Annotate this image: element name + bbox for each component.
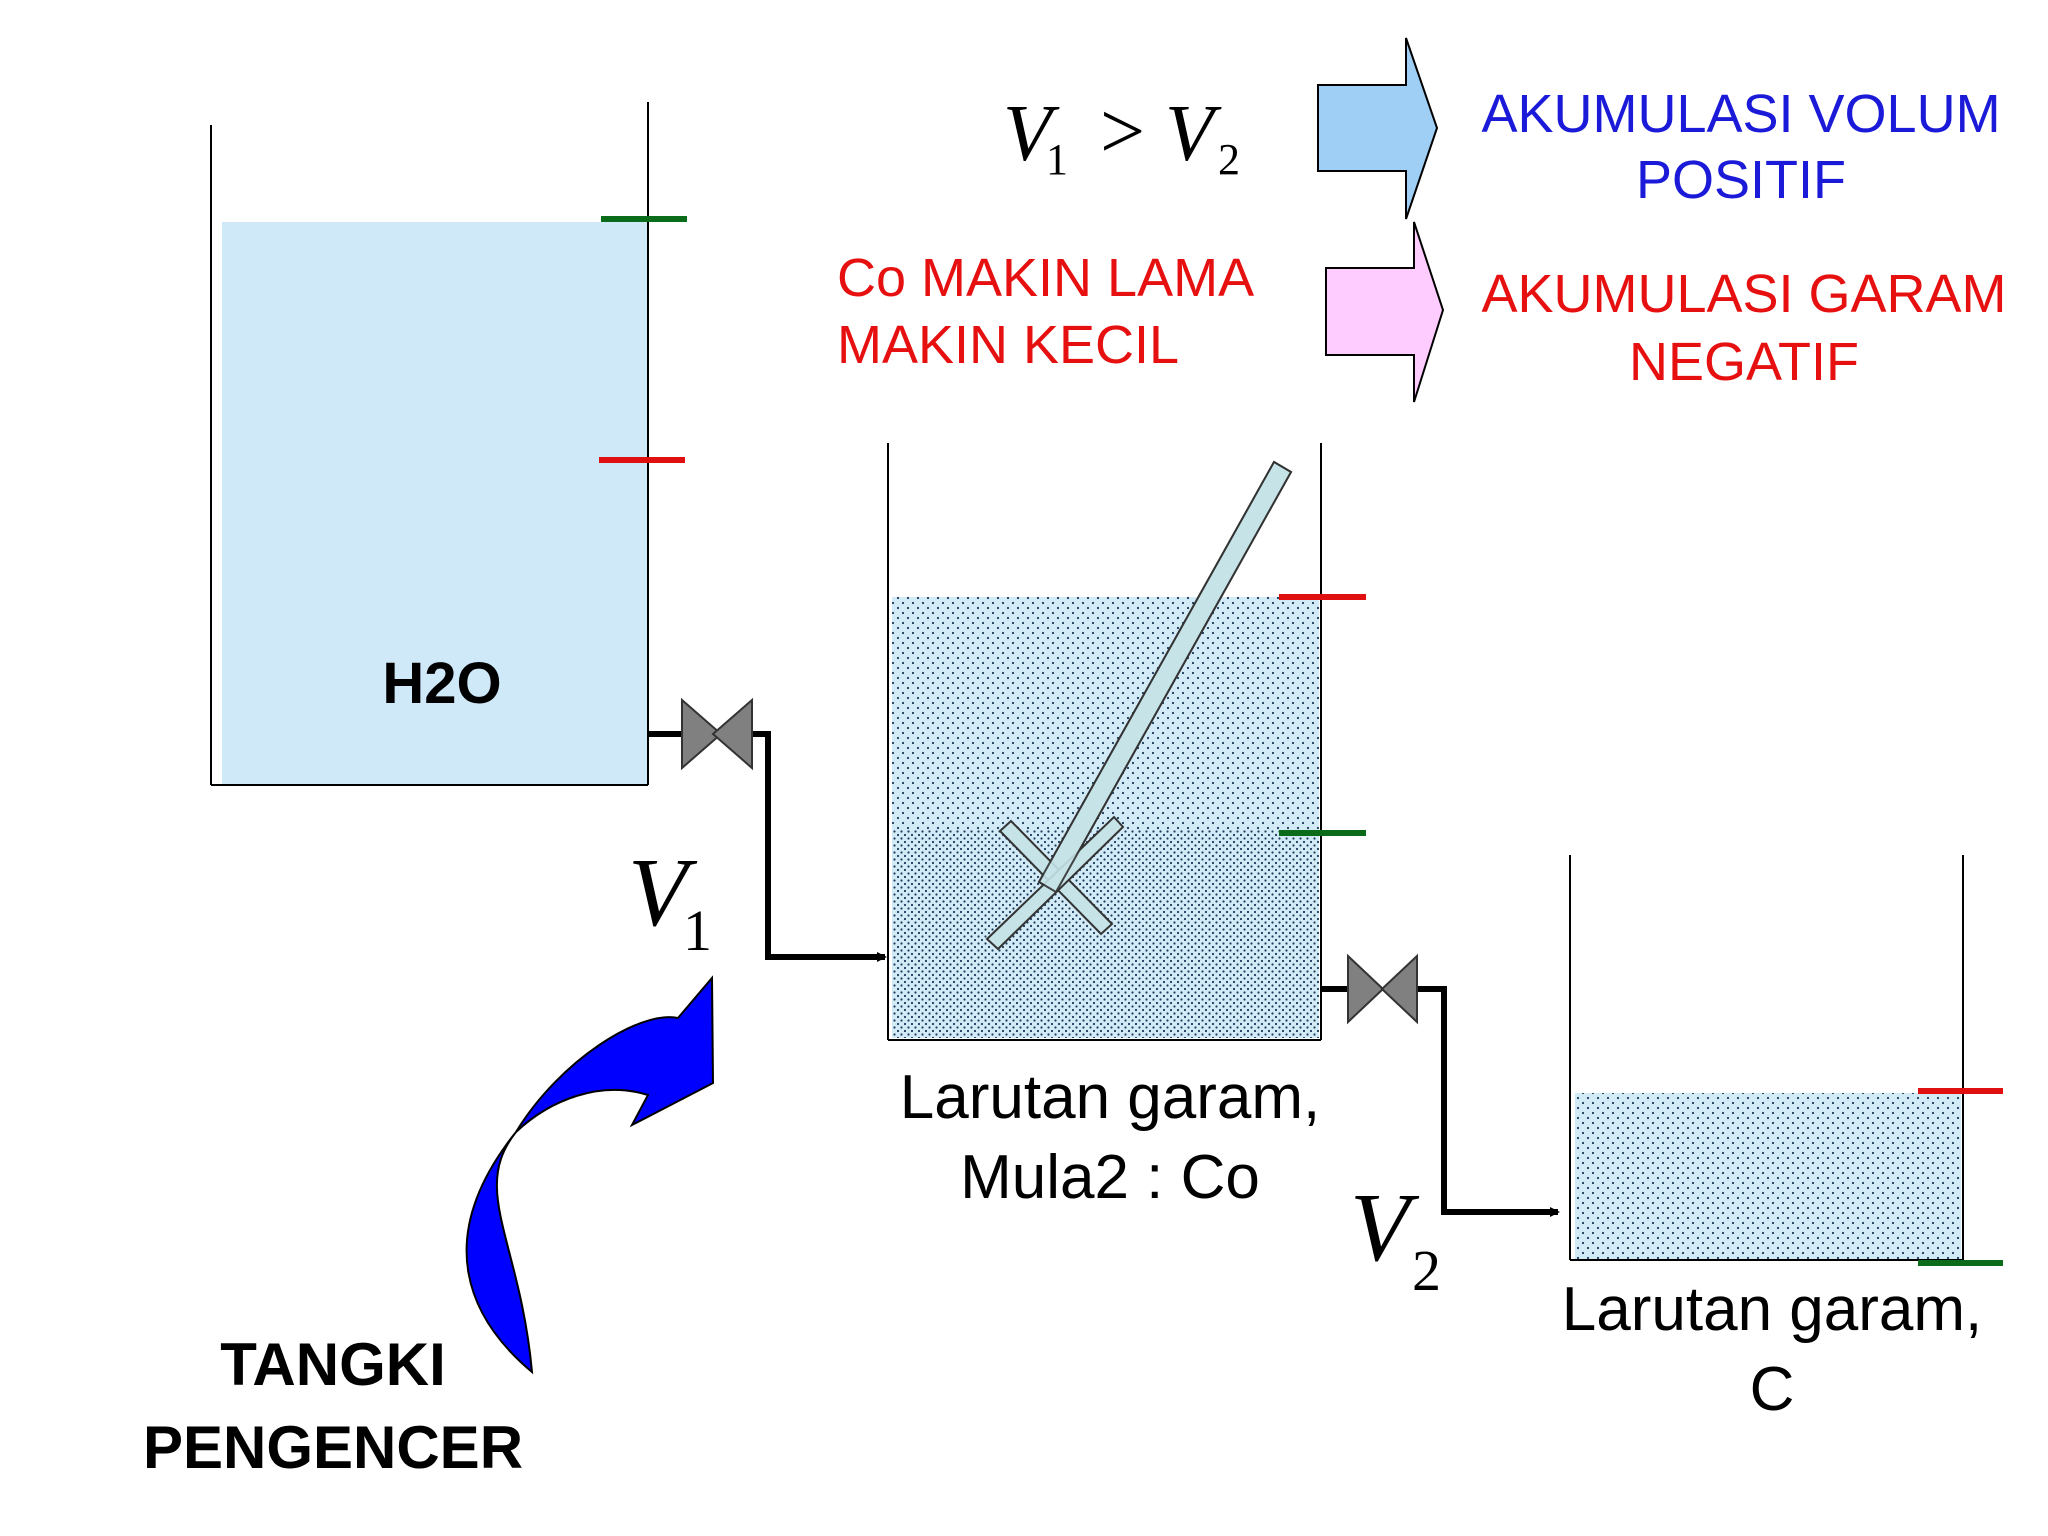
v2-symbol: V: [1350, 1174, 1420, 1282]
valve-icon[interactable]: [1347, 953, 1418, 1025]
solution-fill: [1575, 1093, 1961, 1260]
water-label: H2O: [382, 651, 501, 716]
v2-subscript: 2: [1412, 1238, 1441, 1303]
salt-result-line2: NEGATIF: [1629, 332, 1859, 392]
tank-label-line2: PENGENCER: [143, 1414, 523, 1481]
salt-result-line1: AKUMULASI GARAM: [1481, 264, 2006, 324]
mixing-caption-line1: Larutan garam,: [900, 1063, 1320, 1132]
water-fill: [222, 222, 648, 785]
mixing-caption-line2: Mula2 : Co: [960, 1143, 1260, 1212]
concentration-note-line1: Co MAKIN LAMA: [837, 248, 1254, 308]
receiving-tank: Larutan garam, C: [1562, 855, 2003, 1424]
receiving-caption-line2: C: [1750, 1355, 1795, 1424]
pipe-v1: [648, 697, 887, 962]
pipe-v2: [1321, 953, 1560, 1217]
block-arrow-icon: [1317, 37, 1439, 220]
receiving-caption-line1: Larutan garam,: [1562, 1275, 1982, 1344]
condition-right: V: [1165, 90, 1222, 178]
flow-label-v2: V 2: [1350, 1174, 1441, 1303]
condition-left-sub: 1: [1046, 135, 1068, 184]
solution-fill-lower: [892, 830, 1319, 1038]
block-arrow-icon: [1325, 221, 1445, 403]
dilution-tank: H2O: [210, 102, 687, 786]
concentration-note-line2: MAKIN KECIL: [837, 315, 1179, 375]
condition-left: V: [1003, 90, 1060, 178]
v1-subscript: 1: [683, 898, 712, 963]
condition-operator: >: [1100, 88, 1145, 176]
condition-right-sub: 2: [1218, 135, 1240, 184]
curved-arrow-icon: [465, 975, 715, 1375]
stirrer-icon: [985, 460, 1293, 951]
volume-result-line1: AKUMULASI VOLUM: [1481, 84, 2000, 144]
flow-label-v1: V 1: [628, 839, 712, 963]
v1-symbol: V: [628, 839, 698, 947]
condition-expression: V 1 > V 2: [1003, 88, 1240, 184]
mixing-tank: Larutan garam, Mula2 : Co: [887, 443, 1366, 1212]
valve-icon[interactable]: [681, 697, 753, 771]
tank-label-line1: TANGKI: [220, 1331, 446, 1398]
volume-result-line2: POSITIF: [1636, 150, 1846, 210]
